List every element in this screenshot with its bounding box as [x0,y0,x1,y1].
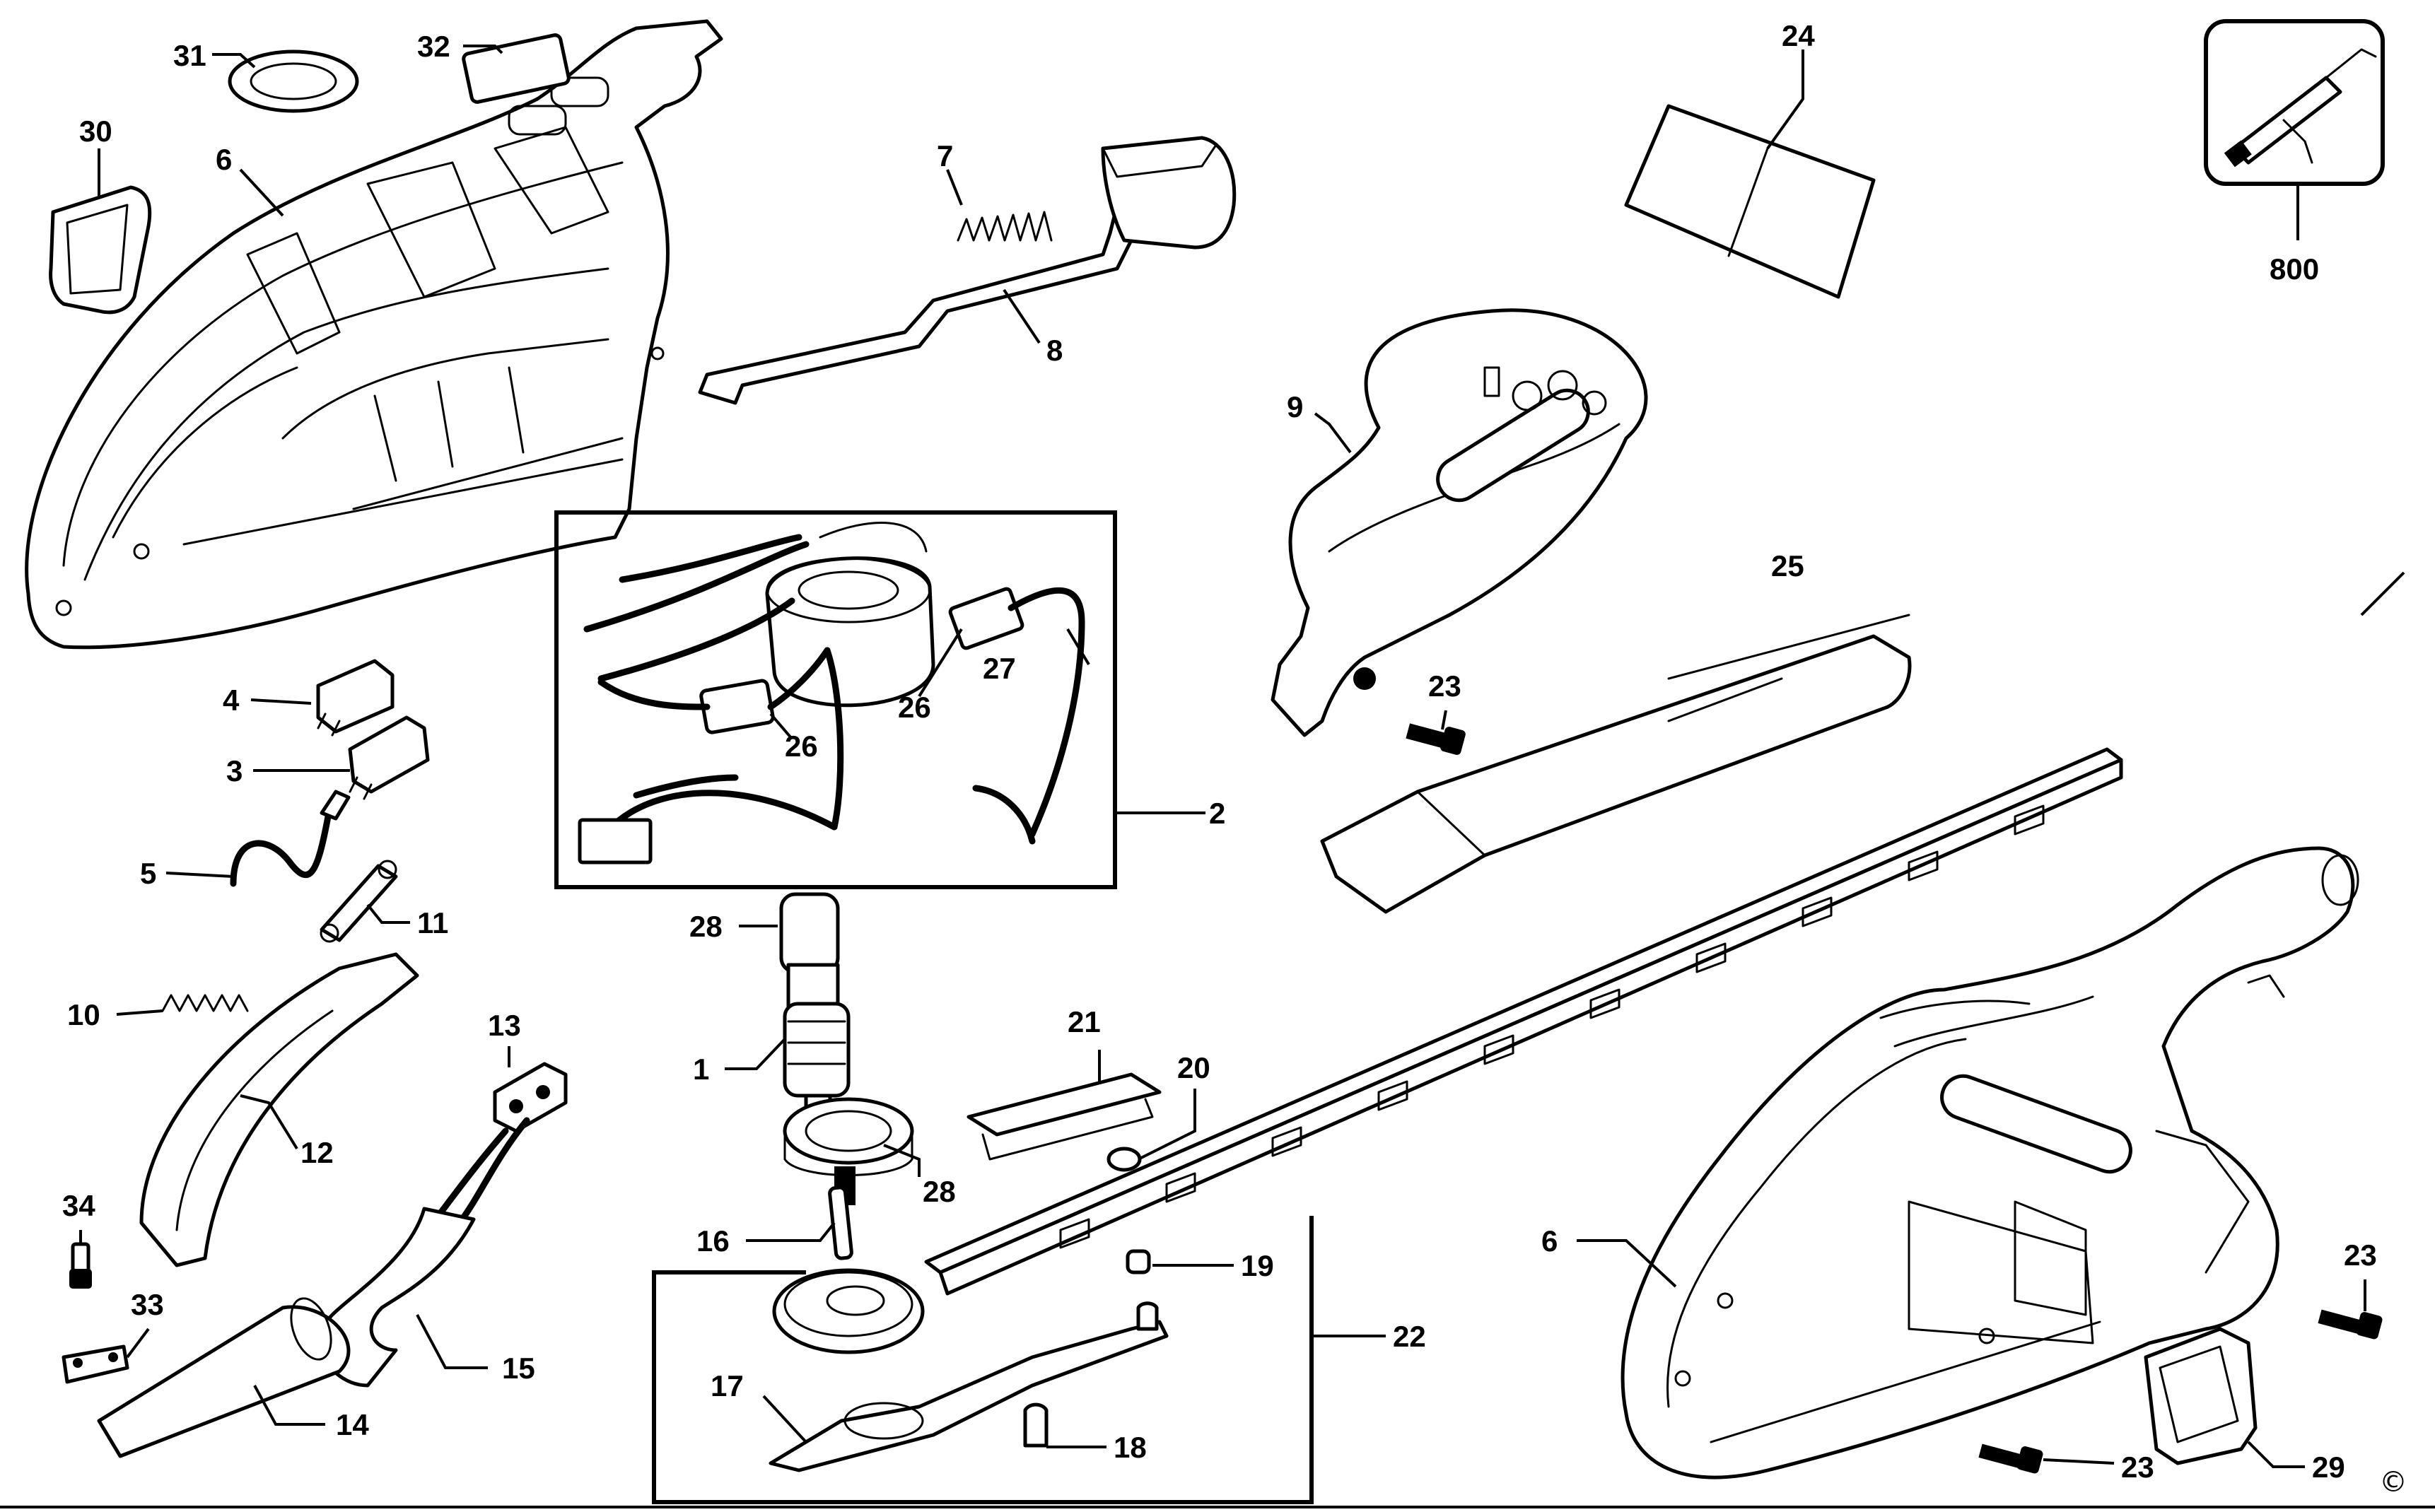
callout-16: 16 [696,1224,730,1258]
callout-23-upper: 23 [1428,669,1461,703]
switch-rod-8 [698,136,1237,405]
callout-26-left: 26 [785,729,818,763]
end-cap-30 [49,185,152,315]
callout-14: 14 [336,1408,369,1441]
armature-1 [779,892,851,1126]
callout-800: 800 [2270,252,2319,286]
callout-11: 11 [417,906,448,939]
copyright-mark: © [2379,1466,2407,1499]
callout-33: 33 [131,1288,164,1321]
callout-1: 1 [693,1053,709,1086]
callout-6-left: 6 [216,143,232,176]
callout-2: 2 [1209,797,1225,830]
wire-harness-left [578,647,844,865]
oval-cap-31 [228,49,359,113]
micro-switch-4 [316,659,395,737]
callout-5: 5 [140,857,156,890]
callout-24: 24 [1782,19,1815,52]
drive-wheel [772,1268,925,1354]
callout-4: 4 [223,684,240,717]
spring-7 [957,211,1053,242]
link-11 [320,860,398,943]
callout-20: 20 [1177,1051,1210,1084]
terminal-block-13 [493,1062,568,1133]
callout-31: 31 [173,39,206,72]
gear-28 [783,1097,914,1205]
screw-23-right [2318,1309,2383,1340]
power-cord-14-15 [97,1117,530,1458]
callout-21: 21 [1068,1005,1101,1038]
callout-28-lower: 28 [923,1175,956,1208]
plate-21 [967,1072,1162,1161]
callout-34: 34 [62,1189,95,1222]
callout-18: 18 [1114,1431,1147,1464]
screw-34 [69,1242,92,1289]
callout-labels: 31 32 30 6 7 8 24 800 9 25 23 26 26 27 2… [62,19,2407,1499]
callout-15: 15 [502,1352,535,1385]
suppressor-26-right [948,587,1085,845]
spring-10 [161,994,249,1012]
callout-29: 29 [2312,1451,2345,1484]
hand-guard-9: BLACK&DECKER [1271,308,1648,737]
housing-right-half: BLACK&DECKER [1621,846,2359,1479]
suppressor-26-left [597,647,831,734]
accessory-800 [2204,19,2385,186]
cutter-blade-bar [924,747,2123,1296]
micro-switch-3 [348,715,430,800]
callout-27: 27 [983,652,1016,685]
lead-wire-5 [230,790,351,887]
lower-blade-17 [769,1320,1169,1472]
nut-20 [1106,1147,1142,1172]
callout-22: 22 [1393,1320,1426,1353]
callout-25: 25 [1771,549,1804,582]
callout-8: 8 [1046,334,1063,367]
screw-18 [1023,1402,1049,1448]
drive-assembly-box-22 [652,1216,1314,1504]
screw-23-upper [1406,723,1466,755]
motor-assembly-box-2 [554,510,1117,889]
callout-3: 3 [226,754,243,787]
callout-19: 19 [1241,1249,1274,1282]
screw-23-lower [1978,1443,2043,1474]
clamp-33 [62,1344,129,1384]
callout-32: 32 [417,30,450,63]
callout-17: 17 [711,1369,744,1402]
callout-13: 13 [488,1009,521,1042]
callout-6-right: 6 [1541,1224,1558,1258]
label-32 [462,33,571,104]
blade-sheath-25 [1320,614,1912,914]
callout-26-right: 26 [898,691,931,724]
spacer-19 [1126,1249,1159,1331]
callout-12: 12 [300,1136,334,1169]
callout-10: 10 [67,998,100,1031]
callout-28-upper: 28 [689,910,723,943]
callout-7: 7 [937,139,953,172]
leader-lines [79,45,2405,1468]
end-cap-29 [2144,1327,2258,1465]
stator-field-2 [583,522,935,708]
manual-24 [1624,104,1876,299]
callout-23-right: 23 [2344,1238,2377,1272]
housing-left-half [25,19,723,650]
callout-30: 30 [79,115,112,148]
callout-9: 9 [1287,390,1303,423]
callout-23-lower: 23 [2121,1451,2154,1484]
trigger-lever-12 [139,952,419,1267]
